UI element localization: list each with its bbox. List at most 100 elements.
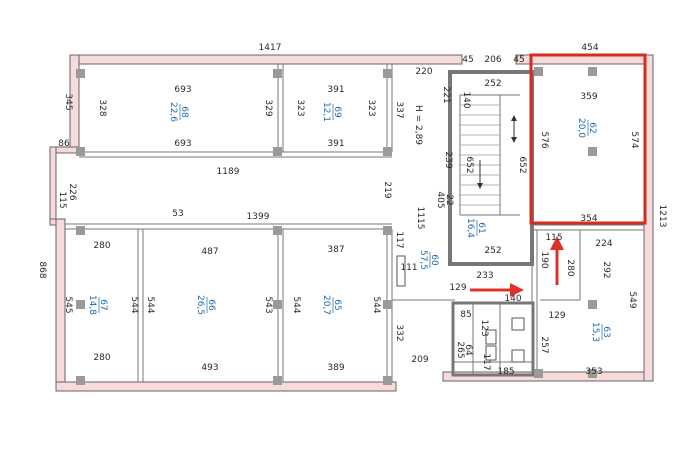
- red-arrow-up: [550, 236, 564, 285]
- dim-top-45-b: 45: [513, 55, 524, 65]
- dim-r65-bottom: 389: [327, 363, 344, 373]
- dimension-labels: 1417 693 693 391 391 220 206 45 45 454 2…: [58, 43, 613, 377]
- dim-stair-206: 206: [484, 55, 501, 65]
- dim-r2-bottom: 391: [327, 139, 344, 149]
- dim-stair-252-top: 252: [484, 79, 501, 89]
- dim-mid-53: 53: [172, 209, 183, 219]
- room-69-number: 69: [332, 106, 342, 118]
- dim-wc-64: 64: [463, 344, 473, 356]
- dim-stair-652-right: 652: [517, 156, 527, 173]
- room-62-number: 62: [587, 122, 597, 133]
- dim-r1-bottom: 693: [174, 139, 191, 149]
- dim-hall-140: 140: [504, 294, 521, 304]
- interior-walls: [65, 64, 644, 382]
- room-63-area: 15,3: [590, 322, 600, 342]
- room-65-number: 65: [332, 299, 342, 310]
- dim-r62-top-outer: 454: [581, 43, 598, 53]
- dim-stair-22: 22: [444, 194, 454, 205]
- dim-stair-239: 239: [443, 151, 453, 168]
- room-65: 65 20,7: [321, 295, 342, 315]
- room-69: 69 12,1: [321, 102, 342, 122]
- room-60: 60 57,5: [418, 250, 439, 270]
- exterior-walls: [49, 54, 654, 392]
- room-61: 61 16,4: [465, 218, 486, 238]
- dim-r1-left: 328: [97, 99, 107, 116]
- dim-right-1213: 1213: [657, 205, 667, 228]
- dim-r66-left: 544: [145, 296, 155, 313]
- dim-mid-1189: 1189: [217, 167, 240, 177]
- dim-upper-220: 220: [415, 67, 432, 77]
- dim-r66-right: 543: [263, 296, 273, 313]
- dim-r1-top: 693: [174, 85, 191, 95]
- dim-r63-224: 224: [595, 239, 612, 249]
- dim-top-overall: 1417: [259, 43, 282, 53]
- dim-hall-115: 115: [545, 233, 562, 243]
- room-66: 66 26,5: [195, 295, 216, 315]
- red-arrow-right: [470, 283, 524, 297]
- room-60-number: 60: [429, 254, 439, 266]
- dim-mid-117: 117: [394, 231, 404, 248]
- dim-r65-top: 387: [327, 245, 344, 255]
- dim-wc-123: 123: [479, 319, 489, 336]
- dim-r67-bottom: 280: [93, 353, 110, 363]
- dim-r1-right: 329: [263, 99, 273, 116]
- dim-hall-129-left: 129: [449, 283, 466, 293]
- room-67: 67 14,8: [87, 295, 108, 315]
- room-68: 68 22,6: [168, 102, 189, 122]
- dim-hall-280: 280: [565, 259, 575, 276]
- dim-r67-right: 544: [129, 296, 139, 313]
- dim-r63-353: 353: [585, 367, 602, 377]
- dim-stair-652-left: 652: [464, 156, 474, 173]
- dim-stair-140: 140: [461, 91, 471, 108]
- room-68-area: 22,6: [168, 102, 178, 122]
- dim-r65-332: 332: [394, 324, 404, 341]
- dim-r62-right: 574: [629, 131, 639, 148]
- room-61-area: 16,4: [465, 218, 475, 238]
- dim-hall-233: 233: [476, 271, 493, 281]
- dim-mid-219: 219: [382, 181, 392, 198]
- dim-r2-left: 323: [295, 99, 305, 116]
- dim-wc-265: 265: [455, 341, 465, 358]
- dim-r2-top: 391: [327, 85, 344, 95]
- dim-corr-vertical: 337: [394, 101, 404, 118]
- columns: [76, 67, 597, 385]
- radiator: [396, 255, 406, 287]
- dim-left-226: 226: [67, 183, 77, 200]
- dim-r66-bottom: 493: [201, 363, 218, 373]
- dim-top-45-a: 45: [462, 55, 473, 65]
- dim-wc-117: 117: [481, 353, 491, 370]
- room-68-number: 68: [179, 106, 189, 118]
- room-60-area: 57,5: [418, 250, 428, 270]
- dim-wc-85: 85: [460, 310, 471, 320]
- dim-mid-111: 111: [400, 263, 417, 273]
- dim-mid-1115: 1115: [415, 207, 425, 230]
- dim-height-note: H = 2,89: [413, 105, 423, 145]
- dim-left-115: 115: [57, 191, 67, 208]
- dim-r67-top: 280: [93, 241, 110, 251]
- room-labels: 68 22,6 69 12,1 62 20,0 61 16,4 60 57,5 …: [87, 102, 611, 342]
- room-61-number: 61: [476, 222, 486, 233]
- dim-left-868: 868: [37, 261, 47, 278]
- dim-r65-right: 544: [371, 296, 381, 313]
- dim-r2-right: 323: [366, 99, 376, 116]
- dim-r66-top: 487: [201, 247, 218, 257]
- dim-mid-209: 209: [411, 355, 428, 365]
- room-67-number: 67: [98, 299, 108, 310]
- room-63: 63 15,3: [590, 322, 611, 342]
- dim-wc-185: 185: [497, 367, 514, 377]
- room-63-number: 63: [601, 326, 611, 337]
- dim-stair-221: 221: [441, 86, 451, 103]
- room-66-number: 66: [206, 299, 216, 311]
- dim-top-left-vertical: 345: [63, 93, 73, 110]
- dim-r62-top: 359: [580, 92, 597, 102]
- dimension-labels-vertical: 345 328 329 323 323 337 H = 2,89 221 140…: [37, 86, 667, 370]
- dim-stair-252-bottom: 252: [484, 246, 501, 256]
- room-65-area: 20,7: [321, 295, 331, 315]
- dim-r65-left: 544: [291, 296, 301, 313]
- room-62: 62 20,0: [576, 118, 597, 138]
- room-62-area: 20,0: [576, 118, 586, 138]
- dim-hall-190: 190: [539, 251, 549, 268]
- dim-stair-405: 405: [435, 191, 445, 208]
- dim-r63-549: 549: [627, 291, 637, 308]
